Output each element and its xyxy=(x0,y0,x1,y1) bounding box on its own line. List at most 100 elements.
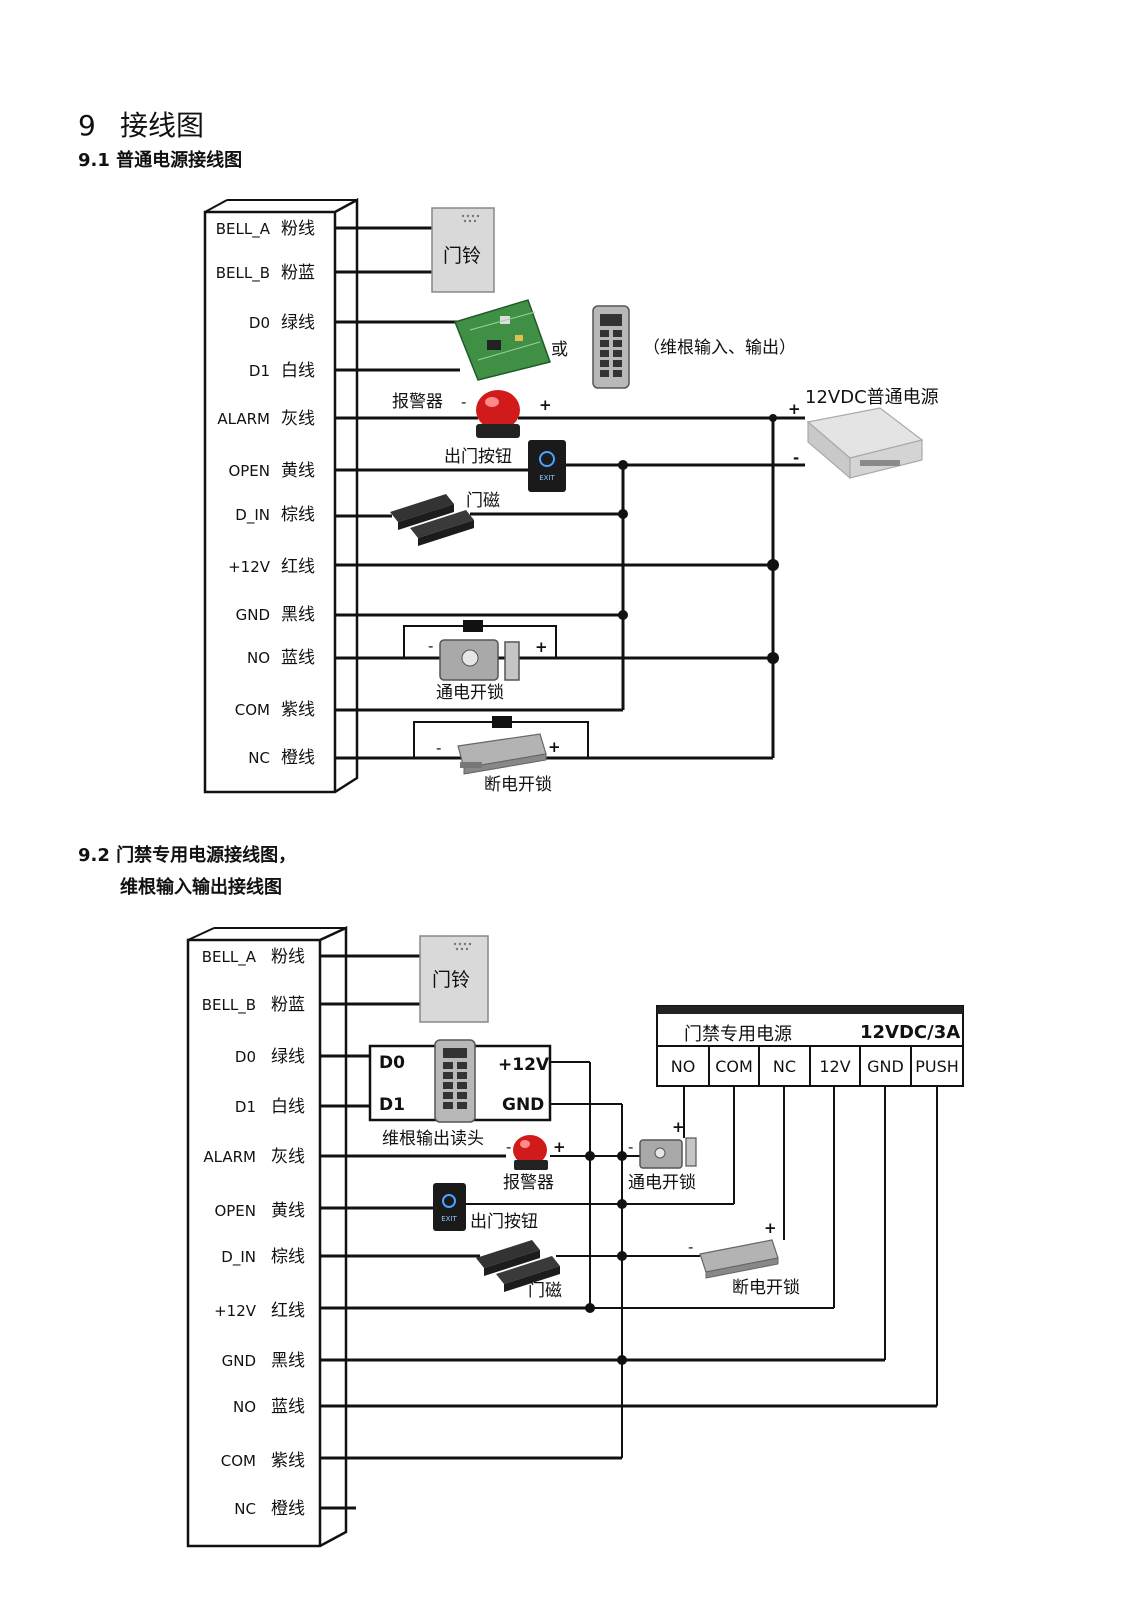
controller-terminal-block xyxy=(203,197,359,794)
exit-button-label-2: 出门按钮 xyxy=(470,1212,538,1232)
doorbell-label: 门铃 xyxy=(443,245,481,267)
wires-1 xyxy=(335,226,805,760)
terminal-code: BELL_B xyxy=(202,996,256,1015)
terminal-wire-color: 黑线 xyxy=(281,605,315,625)
lock2-minus: - xyxy=(436,739,441,757)
terminal-code: BELL_A xyxy=(216,220,271,239)
terminal-code: NC xyxy=(248,749,270,767)
lock3-plus: + xyxy=(672,1118,685,1136)
terminal-code: ALARM xyxy=(203,1148,256,1166)
terminal-wire-color: 灰线 xyxy=(281,409,315,429)
wiegand-note: （维根输入、输出） xyxy=(643,338,796,358)
doorbell-device: 门铃 xyxy=(431,207,495,293)
reader-label: 维根输出读头 xyxy=(382,1129,484,1149)
terminal-code: ALARM xyxy=(217,410,270,428)
terminal-wire-color: 红线 xyxy=(281,557,315,577)
lock3-minus: - xyxy=(628,1138,633,1156)
terminal-wire-color: 蓝线 xyxy=(271,1397,305,1417)
alarm-plus: + xyxy=(539,396,552,414)
or-label: 或 xyxy=(551,340,568,360)
terminal-wire-color: 黄线 xyxy=(271,1201,305,1221)
terminal-code: D0 xyxy=(249,314,270,332)
power-supply-label: 12VDC普通电源 xyxy=(805,387,939,408)
diagram1-heading: 9.1 普通电源接线图 xyxy=(78,150,243,171)
exit-button-label: 出门按钮 xyxy=(444,447,512,467)
wires-2 xyxy=(320,954,938,1510)
keypad-reader-icon-2 xyxy=(434,1039,476,1123)
exit-button-icon-2: EXIT xyxy=(433,1183,466,1231)
terminal-wire-color: 粉线 xyxy=(281,219,315,239)
terminal-wire-color: 黑线 xyxy=(271,1351,305,1371)
terminal-code: OPEN xyxy=(228,462,270,480)
terminal-wire-color: 黄线 xyxy=(281,461,315,481)
terminal-code: +12V xyxy=(228,558,271,576)
terminal-wire-color: 蓝线 xyxy=(281,648,315,668)
power-plus: + xyxy=(788,400,801,418)
terminal-wire-color: 橙线 xyxy=(271,1499,305,1519)
terminal-code: D1 xyxy=(235,1098,256,1116)
alarm2-plus: + xyxy=(553,1138,566,1156)
terminal-wire-color: 棕线 xyxy=(281,505,315,525)
fail-safe-lock-label: 断电开锁 xyxy=(484,775,552,795)
section-number: 9 xyxy=(78,109,96,142)
terminal-code: OPEN xyxy=(214,1202,256,1220)
door-sensor-label: 门磁 xyxy=(466,491,500,511)
wiegand-reader: D0 D1 +12V GND 维根输出读头 xyxy=(379,1039,550,1149)
lock1-minus: - xyxy=(428,637,433,655)
doorbell-device-2: 门铃 xyxy=(419,935,489,1023)
fail-safe-lock-label-2: 断电开锁 xyxy=(732,1278,800,1298)
terminal-wire-color: 紫线 xyxy=(271,1451,305,1471)
psu-port-label: NO xyxy=(671,1057,696,1076)
reader-d1: D1 xyxy=(379,1095,405,1115)
door-sensor-icon-2 xyxy=(476,1240,560,1292)
reader-12v: +12V xyxy=(498,1055,550,1075)
terminal-wire-color: 红线 xyxy=(271,1301,305,1321)
terminal-wire-color: 粉蓝 xyxy=(281,263,315,283)
terminal-code: GND xyxy=(222,1352,256,1370)
fail-secure-lock-label: 通电开锁 xyxy=(436,683,504,703)
keypad-reader-icon xyxy=(592,305,630,389)
terminal-code: BELL_A xyxy=(202,948,257,967)
reader-gnd: GND xyxy=(502,1095,544,1115)
controller-board-icon xyxy=(454,299,551,381)
psu-port-label: GND xyxy=(867,1057,904,1076)
power-supply-icon xyxy=(806,407,924,480)
terminal-code: D_IN xyxy=(235,506,270,525)
terminal-wire-color: 粉蓝 xyxy=(271,995,305,1015)
fail-secure-lock-label-2: 通电开锁 xyxy=(628,1173,696,1193)
magnetic-lock-icon xyxy=(457,733,547,775)
exit-button-icon: EXIT xyxy=(528,440,566,492)
lock1-plus: + xyxy=(535,638,548,656)
terminal-code: +12V xyxy=(214,1302,257,1320)
psu-port-label: 12V xyxy=(819,1057,850,1076)
psu-port-label: PUSH xyxy=(915,1057,959,1076)
diagram2-heading: 9.2 门禁专用电源接线图， xyxy=(78,845,297,866)
door-sensor-label-2: 门磁 xyxy=(528,1281,562,1301)
terminal-code: BELL_B xyxy=(216,264,270,283)
terminal-wire-color: 橙线 xyxy=(281,748,315,768)
terminal-wire-color: 白线 xyxy=(271,1097,305,1117)
alarm-siren-icon xyxy=(476,390,520,438)
terminal-wire-color: 灰线 xyxy=(271,1147,305,1167)
power-minus: - xyxy=(793,449,799,467)
psu-rating: 12VDC/3A xyxy=(860,1022,960,1043)
terminal-code: NO xyxy=(247,649,270,667)
alarm2-minus: - xyxy=(506,1138,511,1156)
doorbell-label-2: 门铃 xyxy=(432,969,470,991)
terminal-code: COM xyxy=(235,701,270,719)
exit-text: EXIT xyxy=(539,474,555,482)
controller-terminal-block-2 xyxy=(186,926,348,1548)
terminal-code: GND xyxy=(236,606,270,624)
lock4-minus: - xyxy=(688,1238,693,1256)
lock4-plus: + xyxy=(764,1219,777,1237)
alarm-label: 报警器 xyxy=(392,392,443,412)
terminal-code: COM xyxy=(221,1452,256,1470)
electric-lock-icon-2 xyxy=(639,1137,697,1169)
terminal-wire-color: 白线 xyxy=(281,361,315,381)
terminal-wire-color: 绿线 xyxy=(271,1047,305,1067)
lock2-plus: + xyxy=(548,738,561,756)
